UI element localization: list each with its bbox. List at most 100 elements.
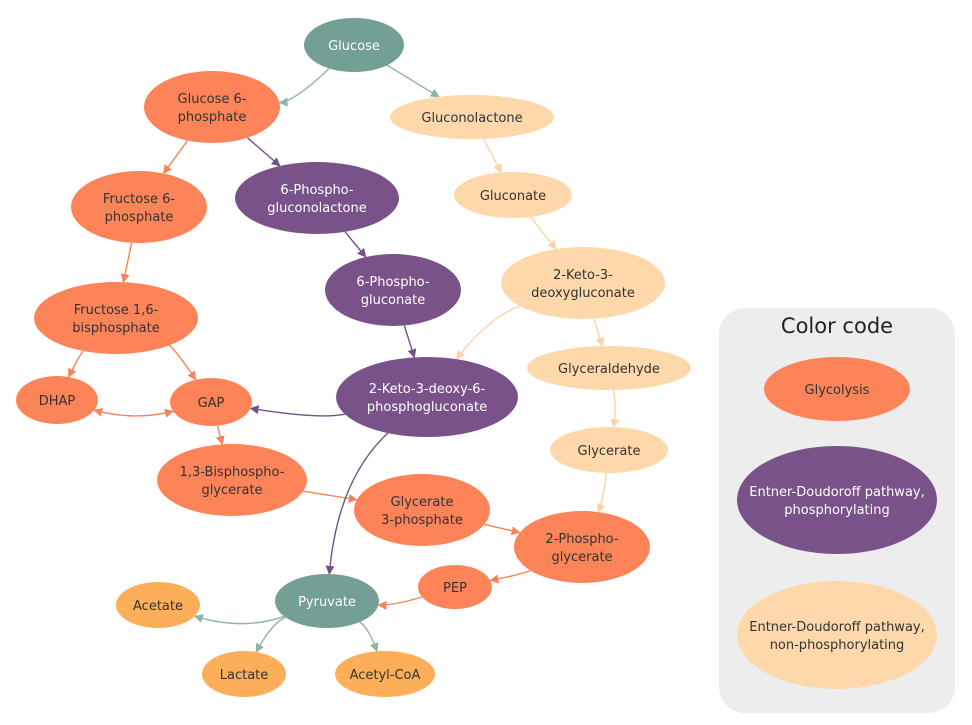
node-2-keto-3-deoxygluconate[interactable]: 2-Keto-3-deoxygluconate bbox=[501, 247, 665, 319]
edge-glyceraldehyde-to-glycerate bbox=[610, 389, 620, 428]
node-2-keto-3-deoxy-6-phosphogluconate-label: phosphogluconate bbox=[367, 400, 487, 415]
legend-item-ed_non_phosphorylating-label: Entner-Doudoroff pathway, bbox=[749, 620, 924, 635]
edge-fructose-6-phosphate-to-fructose-1-6-bisphosphate bbox=[120, 242, 133, 283]
node-pyruvate[interactable]: Pyruvate bbox=[275, 574, 379, 628]
node-6-phosphogluconate-shape bbox=[325, 254, 461, 326]
edge-2-keto-3-deoxygluconate-to-2-keto-3-deoxy-6-phosphogluconate bbox=[455, 305, 521, 360]
node-gluconate-label: Gluconate bbox=[480, 189, 546, 204]
node-lactate[interactable]: Lactate bbox=[202, 651, 286, 697]
edge-pep-to-pyruvate bbox=[377, 596, 423, 610]
node-dhap[interactable]: DHAP bbox=[16, 376, 98, 424]
edge-glucose-to-glucose-6-phosphate bbox=[278, 67, 330, 107]
legend-item-ed_phosphorylating-shape bbox=[737, 446, 937, 554]
node-pep-shape bbox=[418, 565, 492, 609]
node-gap-label: GAP bbox=[198, 396, 225, 411]
node-fructose-6-phosphate-shape bbox=[71, 171, 207, 243]
edge-fructose-1-6-bisphosphate-to-dhap bbox=[67, 350, 84, 378]
node-acetate-shape bbox=[116, 582, 200, 628]
legend-item-ed_non_phosphorylating[interactable]: Entner-Doudoroff pathway, non-phosphoryla… bbox=[737, 581, 937, 689]
node-2-phosphoglycerate[interactable]: 2-Phospho-glycerate bbox=[514, 511, 650, 583]
legend-title: Color code bbox=[781, 314, 893, 338]
node-fructose-6-phosphate[interactable]: Fructose 6- phosphate bbox=[71, 171, 207, 243]
node-glucose-6-phosphate[interactable]: Glucose 6- phosphate bbox=[144, 71, 280, 143]
edge-2-keto-3-deoxy-6-phosphogluconate-to-pyruvate bbox=[325, 432, 389, 575]
edge-dhap-to-gap bbox=[93, 407, 175, 418]
node-2-keto-3-deoxy-6-phosphogluconate-shape bbox=[336, 357, 518, 437]
node-fructose-6-phosphate-label: phosphate bbox=[105, 210, 174, 225]
edges-layer bbox=[67, 64, 620, 653]
edge-pyruvate-to-lactate bbox=[255, 616, 286, 653]
edge-gap-to-1-3-bisphosphoglycerate bbox=[215, 425, 225, 446]
node-2-keto-3-deoxygluconate-label: deoxygluconate bbox=[531, 286, 635, 301]
node-glucose-6-phosphate-shape bbox=[144, 71, 280, 143]
edge-2-phosphoglycerate-to-pep bbox=[489, 569, 531, 584]
node-pyruvate-shape bbox=[275, 574, 379, 628]
node-6-phosphogluconate[interactable]: 6-Phospho-gluconate bbox=[325, 254, 461, 326]
edge-glucose-6-phosphate-to-fructose-6-phosphate bbox=[162, 140, 189, 175]
legend-item-ed_phosphorylating-label: phosphorylating bbox=[784, 503, 889, 518]
node-gluconolactone-shape bbox=[390, 95, 554, 139]
node-glucose-shape bbox=[304, 18, 404, 72]
node-glucose-label: Glucose bbox=[328, 39, 380, 54]
edge-glycerate-to-2-phosphoglycerate bbox=[597, 472, 608, 513]
node-glycerate-3-phosphate-label: 3-phosphate bbox=[381, 513, 463, 528]
node-pep[interactable]: PEP bbox=[418, 565, 492, 609]
edge-glucose-6-phosphate-to-6-phosphogluconolactone bbox=[246, 137, 281, 167]
edge-fructose-1-6-bisphosphate-to-gap bbox=[168, 344, 197, 381]
node-glycerate[interactable]: Glycerate bbox=[550, 427, 668, 473]
legend-item-ed_phosphorylating-label: Entner-Doudoroff pathway, bbox=[749, 485, 924, 500]
node-glyceraldehyde-shape bbox=[527, 346, 691, 390]
node-glycerate-3-phosphate[interactable]: Glycerate 3-phosphate bbox=[354, 474, 490, 546]
edge-glucose-to-gluconolactone bbox=[386, 64, 440, 98]
edge-6-phosphogluconate-to-2-keto-3-deoxy-6-phosphogluconate bbox=[403, 325, 417, 359]
node-6-phosphogluconolactone-label: 6-Phospho- bbox=[280, 183, 353, 198]
node-dhap-label: DHAP bbox=[39, 394, 76, 409]
edge-1-3-bisphosphoglycerate-to-glycerate-3-phosphate bbox=[303, 490, 358, 503]
node-1-3-bisphosphoglycerate[interactable]: 1,3-Bisphospho-glycerate bbox=[157, 444, 307, 516]
node-gluconolactone[interactable]: Gluconolactone bbox=[390, 95, 554, 139]
node-gluconate[interactable]: Gluconate bbox=[454, 172, 572, 218]
node-fructose-6-phosphate-label: Fructose 6- bbox=[103, 192, 175, 207]
node-glycerate-shape bbox=[550, 427, 668, 473]
node-fructose-1-6-bisphosphate-shape bbox=[34, 282, 198, 354]
node-1-3-bisphosphoglycerate-shape bbox=[157, 444, 307, 516]
node-2-phosphoglycerate-label: glycerate bbox=[551, 550, 612, 565]
node-6-phosphogluconate-label: gluconate bbox=[361, 293, 426, 308]
legend-item-ed_non_phosphorylating-shape bbox=[737, 581, 937, 689]
node-glycerate-3-phosphate-label: Glycerate bbox=[391, 495, 454, 510]
node-6-phosphogluconolactone[interactable]: 6-Phospho-gluconolactone bbox=[235, 162, 399, 234]
node-pyruvate-label: Pyruvate bbox=[298, 595, 356, 610]
legend-item-glycolysis[interactable]: Glycolysis bbox=[764, 357, 910, 421]
legend-item-ed_phosphorylating[interactable]: Entner-Doudoroff pathway, phosphorylating bbox=[737, 446, 937, 554]
node-glyceraldehyde[interactable]: Glyceraldehyde bbox=[527, 346, 691, 390]
edge-pyruvate-to-acetyl-coa bbox=[359, 621, 379, 653]
node-1-3-bisphosphoglycerate-label: 1,3-Bisphospho- bbox=[180, 465, 285, 480]
edge-2-keto-3-deoxy-6-phosphogluconate-to-gap bbox=[249, 405, 345, 417]
node-6-phosphogluconolactone-label: gluconolactone bbox=[267, 201, 366, 216]
node-gap[interactable]: GAP bbox=[170, 378, 252, 426]
node-glucose-6-phosphate-label: phosphate bbox=[178, 110, 247, 125]
node-acetyl-coa[interactable]: Acetyl-CoA bbox=[335, 651, 435, 697]
node-fructose-1-6-bisphosphate-label: bisphosphate bbox=[72, 321, 159, 336]
node-glycerate-3-phosphate-shape bbox=[354, 474, 490, 546]
node-glycerate-label: Glycerate bbox=[578, 444, 641, 459]
node-2-phosphoglycerate-label: 2-Phospho- bbox=[545, 532, 618, 547]
node-fructose-1-6-bisphosphate[interactable]: Fructose 1,6-bisphosphate bbox=[34, 282, 198, 354]
node-glucose-6-phosphate-label: Glucose 6- bbox=[178, 92, 247, 107]
edge-glycerate-3-phosphate-to-2-phosphoglycerate bbox=[484, 523, 521, 536]
edge-2-keto-3-deoxygluconate-to-glyceraldehyde bbox=[593, 318, 605, 347]
node-acetate[interactable]: Acetate bbox=[116, 582, 200, 628]
node-2-phosphoglycerate-shape bbox=[514, 511, 650, 583]
edge-gluconolactone-to-gluconate bbox=[482, 138, 502, 174]
edge-gluconate-to-2-keto-3-deoxygluconate bbox=[529, 216, 557, 250]
node-glucose[interactable]: Glucose bbox=[304, 18, 404, 72]
legend-item-ed_non_phosphorylating-label: non-phosphorylating bbox=[770, 638, 905, 653]
edge-6-phosphogluconolactone-to-6-phosphogluconate bbox=[344, 231, 367, 258]
node-2-keto-3-deoxy-6-phosphogluconate-label: 2-Keto-3-deoxy-6- bbox=[369, 382, 486, 397]
node-2-keto-3-deoxygluconate-shape bbox=[501, 247, 665, 319]
node-1-3-bisphosphoglycerate-label: glycerate bbox=[201, 483, 262, 498]
node-lactate-label: Lactate bbox=[220, 668, 269, 683]
node-2-keto-3-deoxy-6-phosphogluconate[interactable]: 2-Keto-3-deoxy-6- phosphogluconate bbox=[336, 357, 518, 437]
